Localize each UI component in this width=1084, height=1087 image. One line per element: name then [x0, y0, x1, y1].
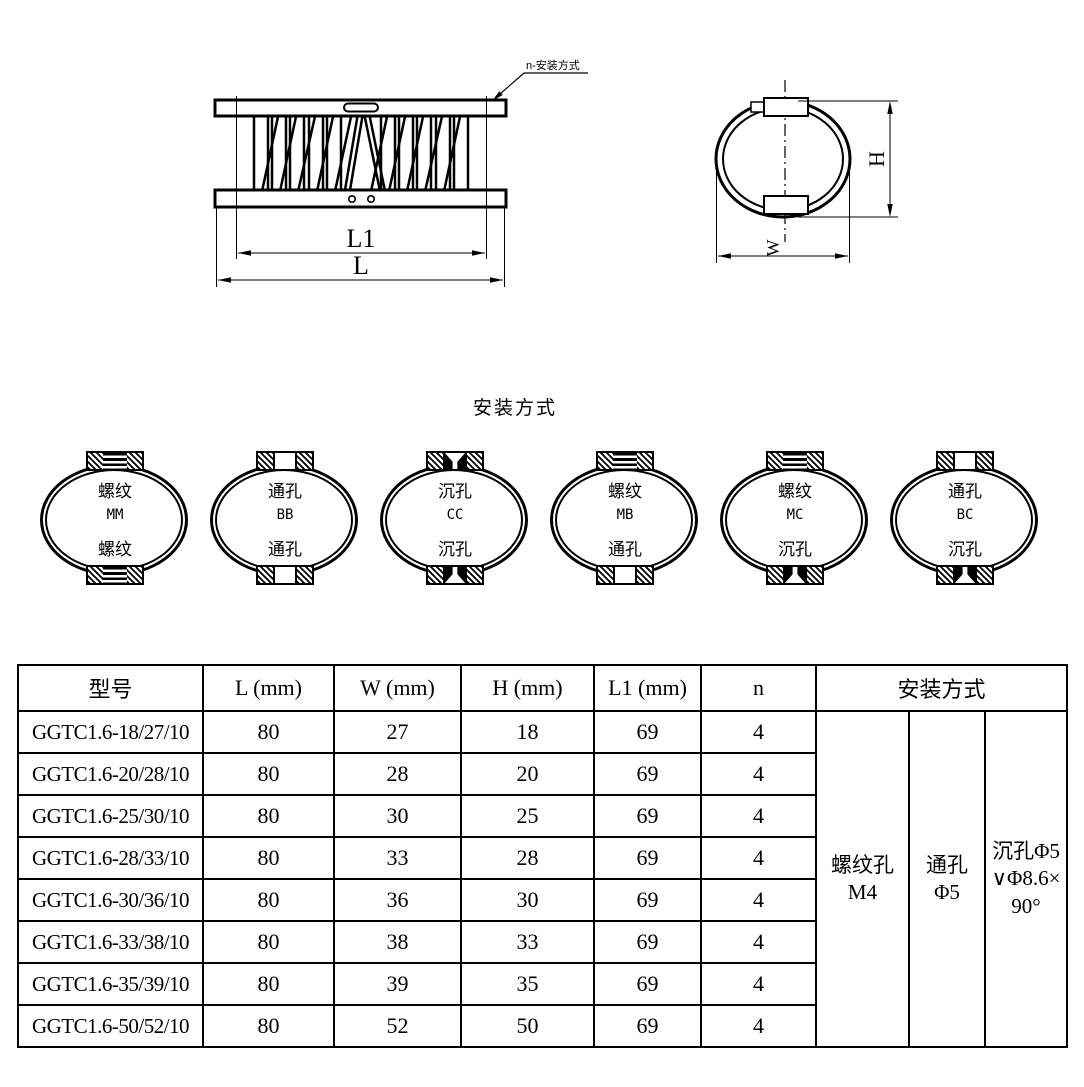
countersink-block-icon	[936, 565, 994, 585]
bottom-end-label: 沉孔	[778, 540, 812, 559]
leader-label: n-安装方式	[526, 58, 580, 72]
model-cell: GGTC1.6-20/28/10	[17, 752, 204, 796]
dim-label-h: H	[864, 151, 889, 167]
installation-title: 安装方式	[472, 398, 557, 419]
front-view: L1 L n-安装方式	[213, 58, 588, 287]
option-code: MM	[106, 507, 124, 523]
model-cell: GGTC1.6-35/39/10	[17, 962, 204, 1006]
top-end-label: 螺纹	[608, 482, 642, 501]
top-end-label: 通孔	[268, 482, 302, 501]
leader-line	[491, 72, 588, 102]
spec-table: 型号 L (mm) W (mm) H (mm) L1 (mm) n 安装方式 G…	[17, 664, 1069, 1048]
model-cell: GGTC1.6-50/52/10	[17, 1004, 204, 1048]
top-clamp-tab	[750, 101, 765, 113]
countersink-block-icon	[766, 565, 824, 585]
top-clamp-block	[763, 97, 809, 117]
dimension-h	[798, 100, 898, 218]
option-code: MC	[786, 507, 804, 523]
mount-option-cc: 沉孔 CC 沉孔	[370, 443, 540, 605]
mount-option-mm: 螺纹 MM 螺纹	[30, 443, 200, 605]
col-header-h: H (mm)	[460, 664, 595, 712]
through-hole-block-icon	[256, 565, 314, 585]
col-header-mounting: 安装方式	[814, 664, 1069, 712]
col-header-l1: L1 (mm)	[593, 664, 702, 712]
table-row: GGTC1.6-33/38/10 80 38 33 69 4	[17, 920, 1067, 964]
through-hole-block-icon	[256, 451, 314, 471]
thread-block-icon	[766, 451, 824, 471]
table-row: GGTC1.6-20/28/10 80 28 20 69 4	[17, 752, 1067, 796]
col-header-w: W (mm)	[333, 664, 462, 712]
model-cell: GGTC1.6-18/27/10	[17, 710, 204, 754]
thread-block-icon	[596, 451, 654, 471]
mount-option-mc: 螺纹 MC 沉孔	[710, 443, 880, 605]
top-end-label: 螺纹	[778, 482, 812, 501]
bottom-plate-hole	[347, 195, 356, 204]
thread-block-icon	[86, 565, 144, 585]
side-view: H W	[714, 80, 898, 263]
model-cell: GGTC1.6-25/30/10	[17, 794, 204, 838]
coil-wires	[259, 111, 463, 197]
mounting-countersink-cell: 沉孔Φ5∨Φ8.6×90°	[983, 710, 1069, 1048]
model-cell: GGTC1.6-30/36/10	[17, 878, 204, 922]
table-row: GGTC1.6-30/36/10 80 36 30 69 4	[17, 878, 1067, 922]
table-row: GGTC1.6-50/52/10 80 52 50 69 4	[17, 1004, 1067, 1048]
model-cell: GGTC1.6-28/33/10	[17, 836, 204, 880]
wire-ring-inner	[722, 107, 844, 211]
dim-label-l: L	[353, 251, 369, 280]
bottom-plate	[213, 188, 508, 209]
option-code: CC	[446, 507, 464, 523]
bottom-plate-hole	[366, 195, 375, 204]
table-row: GGTC1.6-28/33/10 80 33 28 69 4	[17, 836, 1067, 880]
bottom-end-label: 通孔	[268, 540, 302, 559]
top-end-label: 螺纹	[98, 482, 132, 501]
bottom-end-label: 沉孔	[438, 540, 472, 559]
dimension-w	[716, 168, 850, 263]
technical-drawing: L1 L n-安装方式	[213, 58, 898, 287]
option-code: BB	[276, 507, 294, 523]
mount-option-mb: 螺纹 MB 通孔	[540, 443, 710, 605]
through-hole-block-icon	[596, 565, 654, 585]
dimension-l1	[236, 96, 487, 259]
mount-option-bb: 通孔 BB 通孔	[200, 443, 370, 605]
top-end-label: 沉孔	[438, 482, 472, 501]
table-header-row: 型号 L (mm) W (mm) H (mm) L1 (mm) n 安装方式	[17, 664, 1069, 712]
top-end-label: 通孔	[948, 482, 982, 501]
thread-block-icon	[86, 451, 144, 471]
dim-label-l1: L1	[347, 224, 376, 253]
bottom-end-label: 通孔	[608, 540, 642, 559]
option-code: BC	[956, 507, 974, 523]
mount-option-bc: 通孔 BC 沉孔	[880, 443, 1050, 605]
through-hole-block-icon	[936, 451, 994, 471]
option-code: MB	[616, 507, 634, 523]
col-header-n: n	[700, 664, 817, 712]
bottom-end-label: 沉孔	[948, 540, 982, 559]
countersink-block-icon	[426, 451, 484, 471]
dim-label-w: W	[763, 240, 783, 257]
countersink-block-icon	[426, 565, 484, 585]
top-plate-slot	[343, 102, 379, 113]
model-cell: GGTC1.6-33/38/10	[17, 920, 204, 964]
bottom-clamp-block	[763, 195, 809, 215]
table-row: GGTC1.6-35/39/10 80 39 35 69 4	[17, 962, 1067, 1006]
col-header-l: L (mm)	[202, 664, 335, 712]
table-row: GGTC1.6-25/30/10 80 30 25 69 4	[17, 794, 1067, 838]
dimension-l	[216, 208, 505, 287]
bottom-end-label: 螺纹	[98, 540, 132, 559]
col-header-model: 型号	[17, 664, 204, 712]
